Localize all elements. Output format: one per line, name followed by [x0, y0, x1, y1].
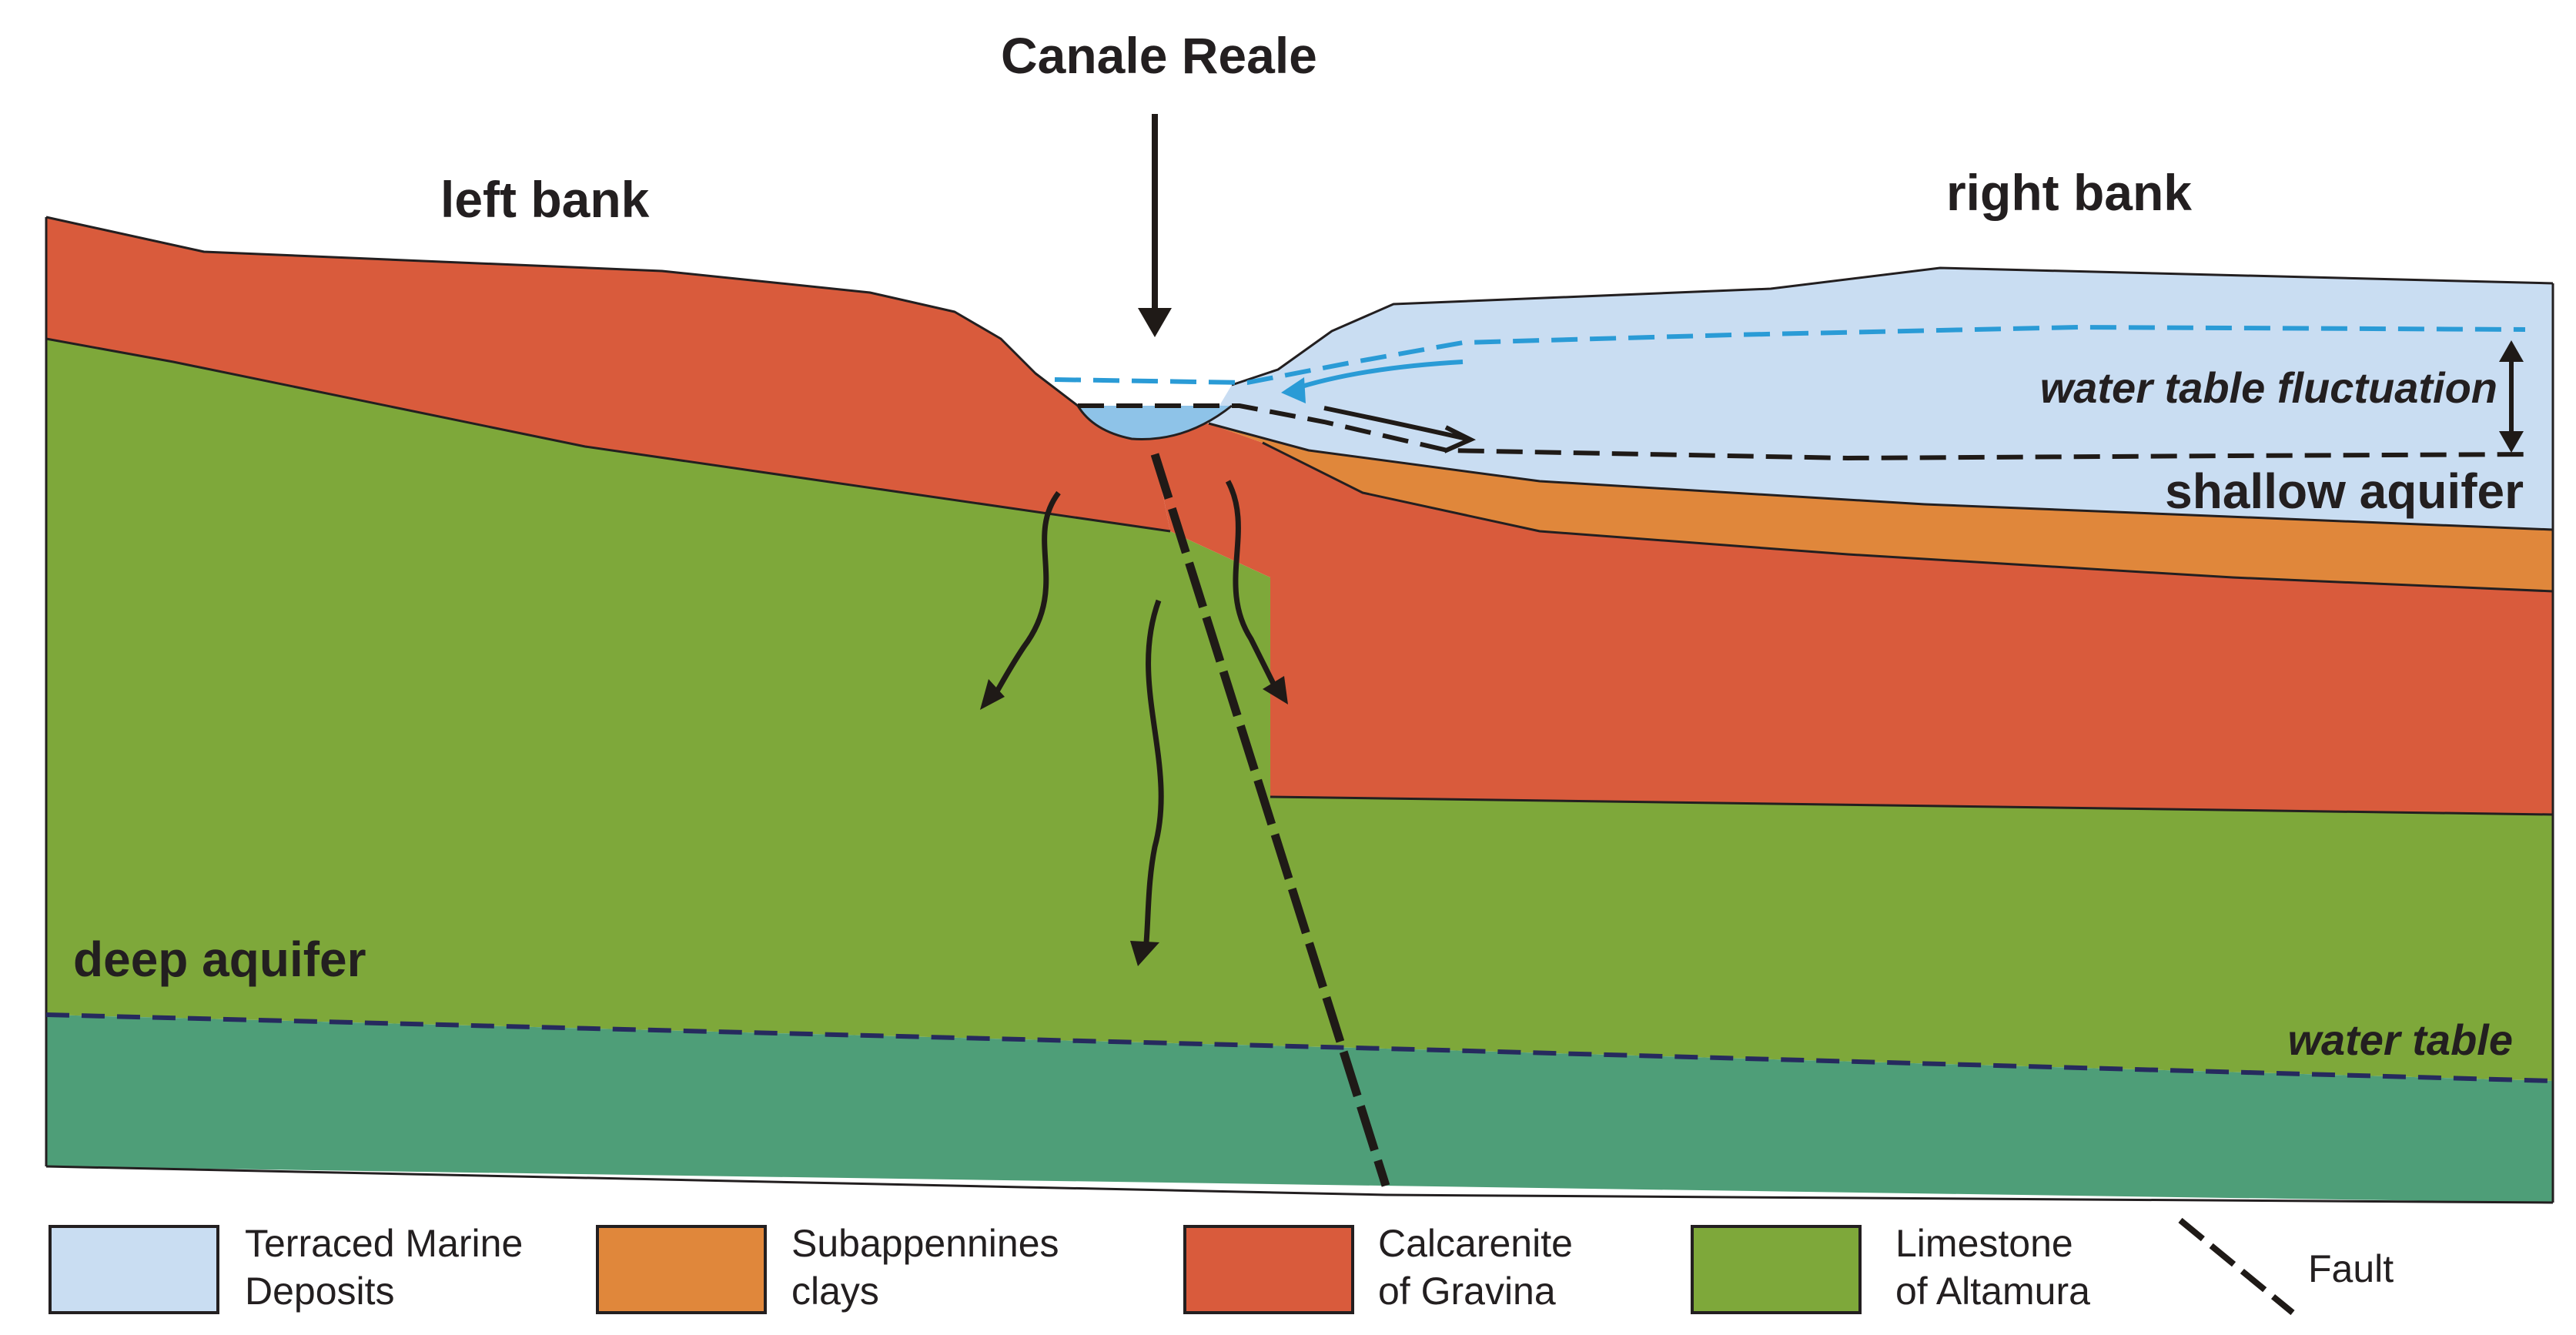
arrows: [980, 114, 2524, 966]
right-bank-label: right bank: [1946, 164, 2192, 221]
infiltration-arrow-right: [1225, 480, 1281, 694]
deep-aquifer-label: deep aquifer: [73, 932, 366, 987]
legend-label-line2: of Gravina: [1378, 1270, 1556, 1313]
legend-label-line1: Calcarenite: [1378, 1222, 1573, 1265]
outlines: [45, 216, 2554, 1204]
saturated-zone: [46, 1015, 2553, 1203]
black-flow-arrow: [1323, 406, 1467, 441]
subappennines-clays-layer: [1209, 423, 2553, 591]
fault-legend-label: Fault: [2308, 1247, 2394, 1290]
legend-item-fault: Fault: [2178, 1217, 2394, 1316]
legend-item-calcarenite-of-gravina: Calcarenite of Gravina: [1183, 1222, 1573, 1314]
legend-item-terraced-marine-deposits: Terraced Marine Deposits: [49, 1222, 523, 1314]
water-table-label: water table: [2287, 1015, 2513, 1064]
legend-label-line2: clays: [791, 1270, 879, 1313]
shallow-low-water-table-line: [1078, 403, 2534, 461]
legend-item-subappennines-clays: Subappennines clays: [596, 1222, 1059, 1314]
fault-legend-symbol: [2178, 1217, 2295, 1316]
infiltration-arrows: [989, 480, 1281, 952]
deep-water-table-line: [45, 1012, 2554, 1083]
fault-line: [1150, 453, 1390, 1187]
blue-flow-arrow: [1286, 360, 1464, 393]
diagram-title: Canale Reale: [1001, 27, 1317, 84]
shallow-aquifer-label: shallow aquifer: [2165, 463, 2524, 519]
left-bank-label: left bank: [440, 171, 650, 228]
labels: Canale Reale left bank right bank water …: [73, 27, 2524, 1064]
legend-label-line2: Deposits: [245, 1270, 395, 1313]
legend-label-line1: Subappennines: [791, 1222, 1059, 1265]
legend-item-limestone-of-altamura: Limestone of Altamura: [1691, 1222, 2090, 1314]
shallow-high-water-table-line: [1054, 324, 2526, 386]
infiltration-arrow-center: [1142, 599, 1164, 952]
legend: Terraced Marine Deposits Subappennines c…: [49, 1217, 2394, 1316]
river-water: [1078, 406, 1232, 440]
canale-reale-arrow-head: [1138, 308, 1172, 337]
legend-label-line1: Terraced Marine: [245, 1222, 523, 1265]
legend-label-line2: of Altamura: [1895, 1270, 2090, 1313]
calcarenite-right-block: [1109, 423, 2553, 815]
terraced-marine-deposits-layer: [1209, 268, 2553, 530]
layers: [46, 217, 2553, 1203]
water-table-lines: [45, 324, 2554, 1083]
water-table-fluctuation-label: water table fluctuation: [2040, 363, 2497, 412]
calcarenite-left-bank: [46, 217, 1170, 531]
legend-label-line1: Limestone: [1895, 1222, 2073, 1265]
infiltration-arrow-left: [989, 490, 1061, 702]
limestone-of-altamura-layer: [46, 339, 2553, 1081]
